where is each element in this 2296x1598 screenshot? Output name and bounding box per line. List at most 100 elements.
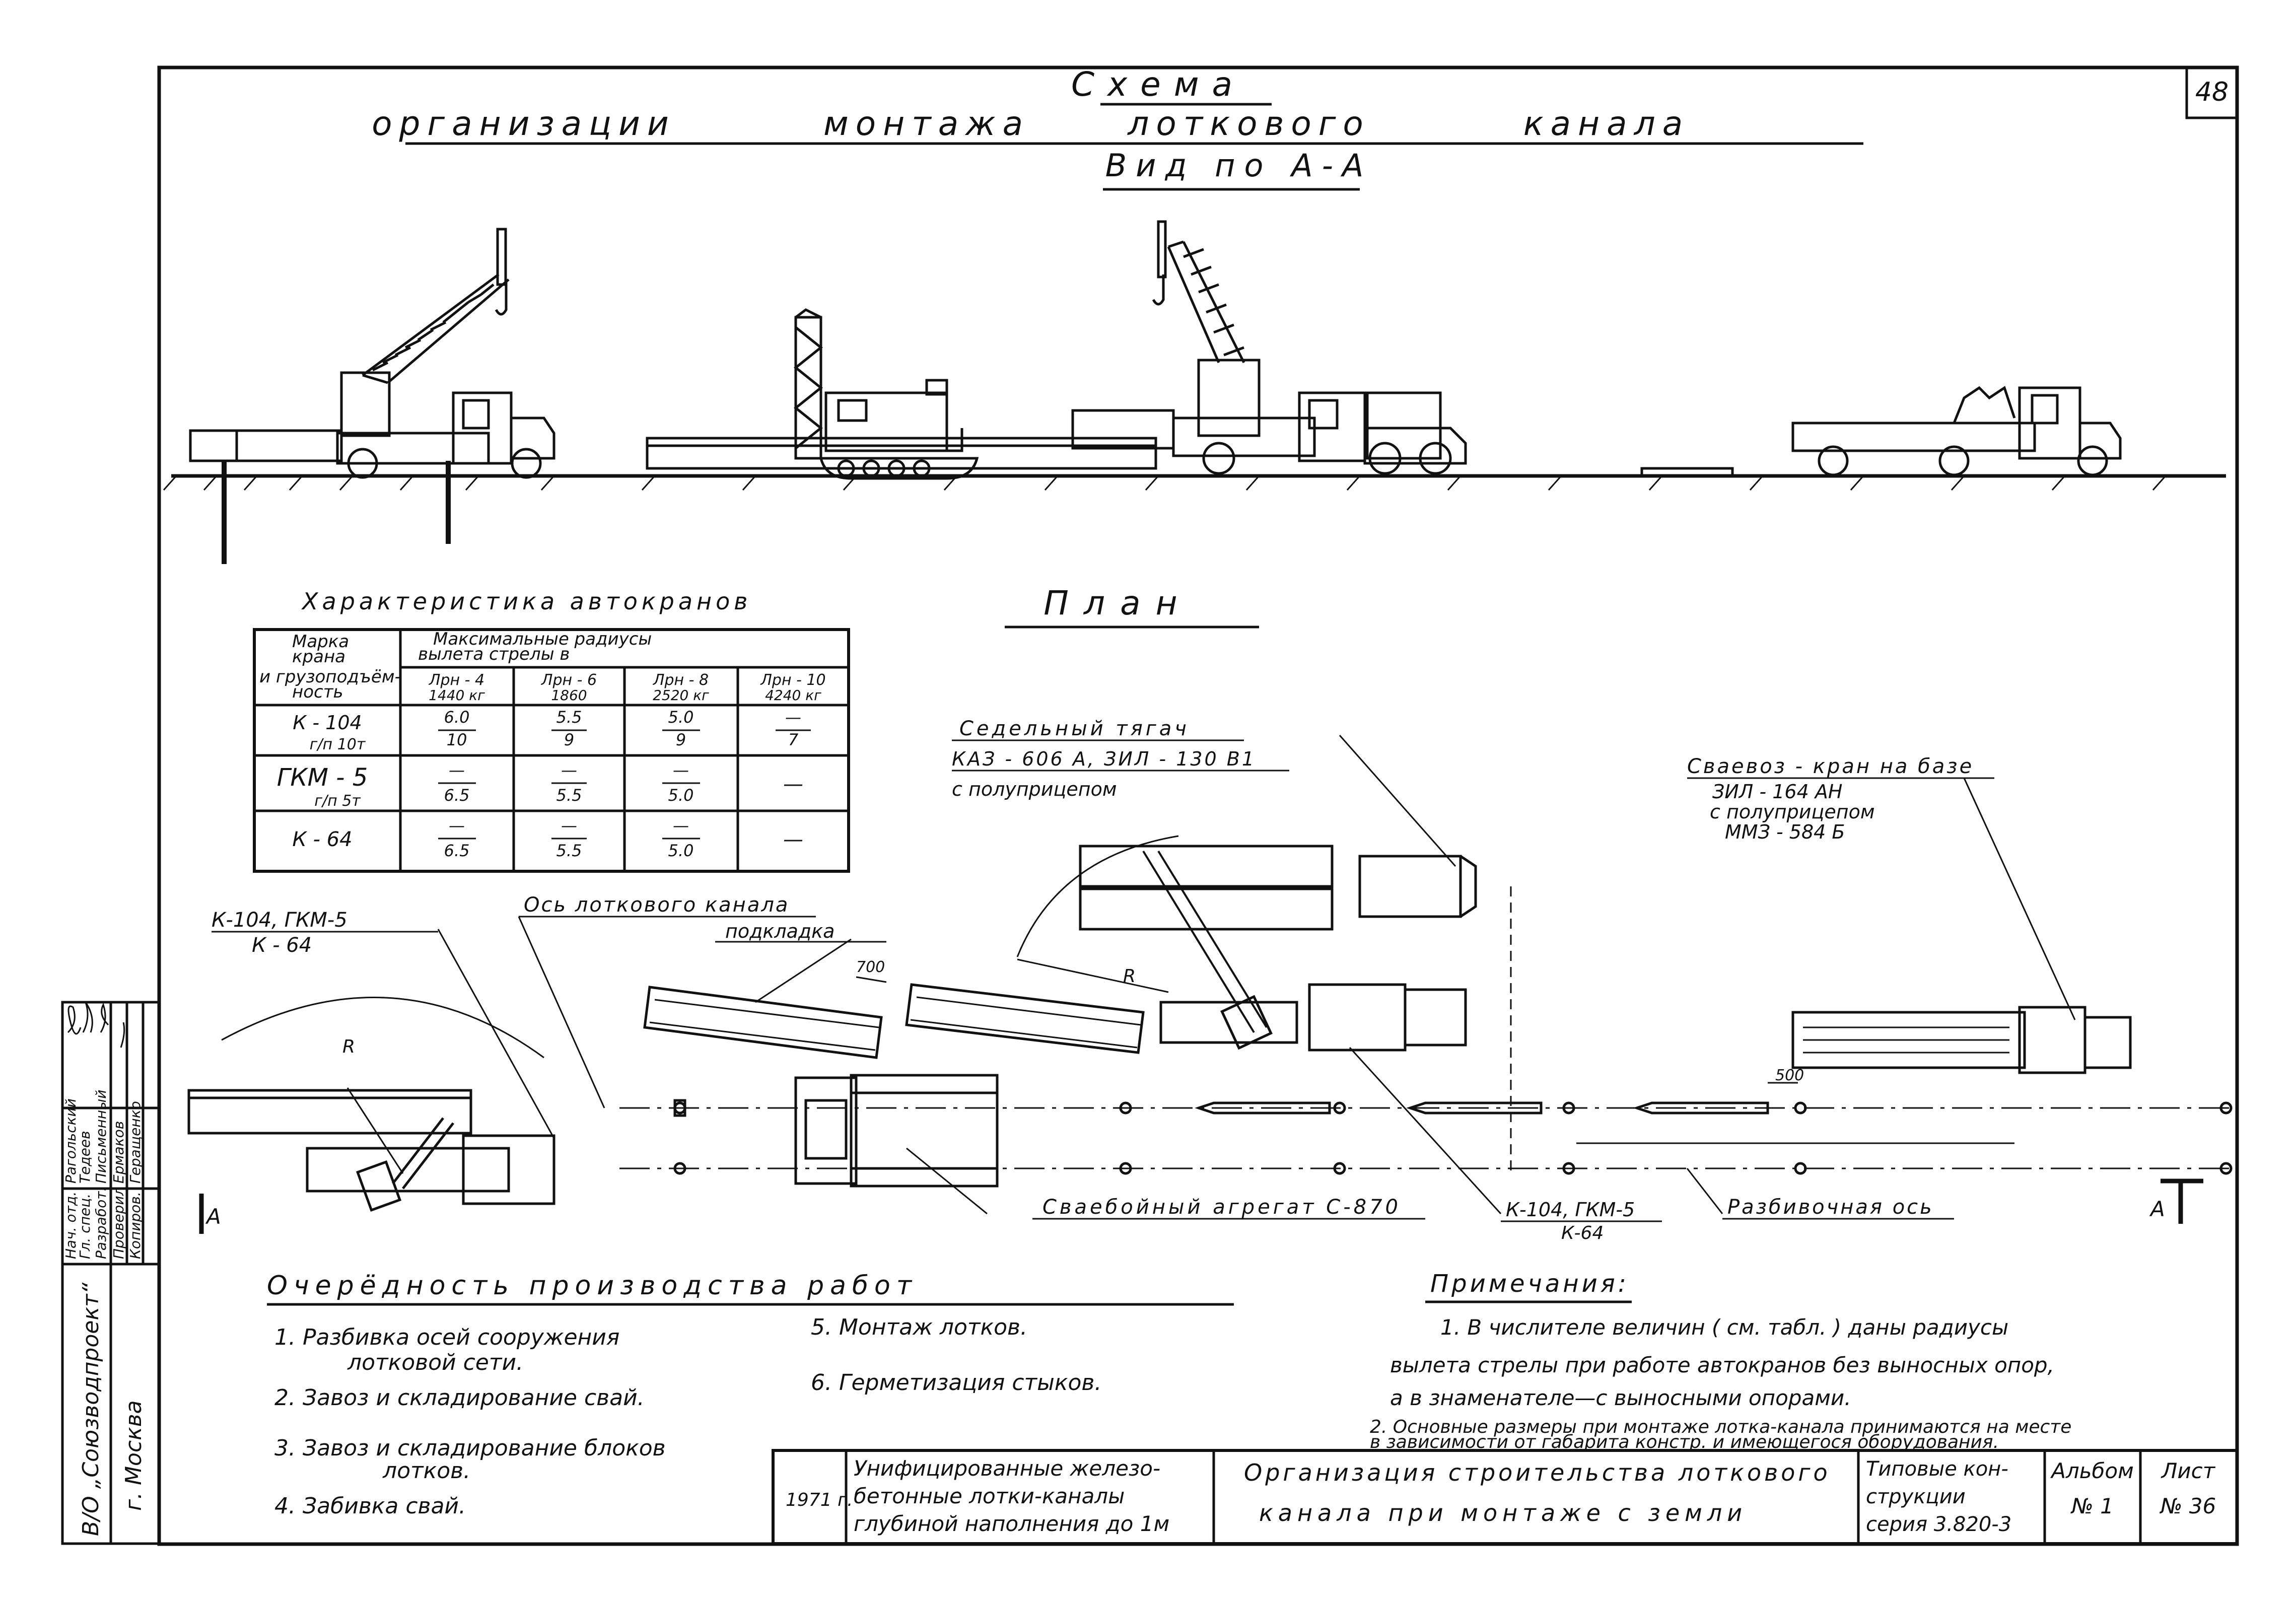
wheel <box>347 448 378 479</box>
elevation-view <box>163 220 2226 564</box>
view-title: Вид по А-А <box>1105 147 1373 184</box>
table-header-span-line2: вылета стрелы в <box>418 644 570 664</box>
radius-label-right: R <box>1123 966 1136 987</box>
wheel <box>1938 445 1970 476</box>
left-crane-plan: R <box>187 997 555 1212</box>
table-header-col1-line2: крана <box>292 647 345 667</box>
pad-label: подкладка <box>725 920 834 942</box>
title-line1: Схема <box>1071 65 1245 104</box>
pile-truck-label-3: с полуприцепом <box>1710 801 1875 823</box>
cell-den: 6.5 <box>444 786 470 805</box>
cell-num: — <box>785 708 801 727</box>
cell-den: 9 <box>564 730 574 749</box>
title-word-4: канала <box>1523 104 1690 143</box>
section-label-right: А <box>2149 1197 2165 1221</box>
year: 1971 г. <box>786 1490 853 1510</box>
leader-lines <box>437 735 2076 1215</box>
table-header-col1-line3: и грузоподъём- <box>259 667 401 687</box>
cell-den: 7 <box>788 730 799 749</box>
axis-label: Ось лоткового канала <box>524 893 789 917</box>
pile-carrier-truck <box>1791 386 2122 476</box>
bottom-title-block: 1971 г. Унифицированные железо- бетонные… <box>772 1449 2239 1545</box>
middle-crane-truck <box>1071 220 1467 475</box>
wheel <box>1818 445 1849 476</box>
note-line: 2. Основные размеры при монтаже лотка-ка… <box>1370 1417 2071 1437</box>
tractor-semitrailer-plan: R <box>1016 835 1477 1052</box>
stamp-org: В/О „Союзводпроект“ <box>78 1282 104 1536</box>
section-marks <box>199 1178 2203 1234</box>
sheet-label: Лист <box>2161 1458 2216 1483</box>
cell-den: 5.0 <box>668 786 694 805</box>
crane-right-label-bottom: К-64 <box>1561 1223 1604 1243</box>
column-sub: 4240 кг <box>765 687 821 704</box>
column-label: Лрн - 6 <box>541 671 597 689</box>
stamp-role: Проверил <box>110 1187 127 1259</box>
pile-carrier-plan <box>1791 1006 2132 1074</box>
sheet-title-line: канала при монтаже с земли <box>1259 1499 1747 1526</box>
row-crane: ГКМ - 5 <box>277 763 368 792</box>
section-label-left: А <box>205 1204 221 1229</box>
wheel <box>1202 442 1235 475</box>
table-header-span-line1: Максимальные радиусы <box>433 629 652 649</box>
dim-700: 700 <box>856 958 885 976</box>
crane-left-label-top: К-104, ГКМ-5 <box>212 909 347 932</box>
row-crane-sub: г/п 10т <box>310 736 366 753</box>
sequence-title: Очерёдность производства работ <box>267 1271 918 1301</box>
plan-title: План <box>1043 584 1192 622</box>
title-word-1: организации <box>372 104 676 143</box>
plan-labels: Седельный тягач КАЗ - 606 А, ЗИЛ - 130 В… <box>205 717 2165 1243</box>
channel-blocks <box>643 983 1145 1059</box>
stamp-name: Тедеев <box>77 1131 93 1184</box>
cell-num: — <box>449 816 465 835</box>
note-line: 1. В числителе величин ( см. табл. ) дан… <box>1440 1315 2008 1340</box>
tractor-label-3: с полуприцепом <box>952 778 1117 800</box>
plan-view: R R <box>187 735 2233 1234</box>
cell-den: 9 <box>676 730 686 749</box>
pile-truck-label-4: ММЗ - 584 Б <box>1725 821 1845 843</box>
ground-hatching <box>163 475 2167 491</box>
dimension-lines <box>856 886 2014 1173</box>
stamp-name: Геращенко <box>127 1101 144 1184</box>
piles <box>673 1099 2233 1175</box>
title-block-top: Схема организации монтажа лоткового кана… <box>372 65 1690 184</box>
notes-title: Примечания: <box>1430 1270 1629 1298</box>
layout-axis-label: Разбивочная ось <box>1727 1196 1934 1219</box>
stamp-city: г. Москва <box>121 1400 147 1511</box>
sequence-item: 3. Завоз и складирование блоков <box>274 1435 666 1461</box>
sequence-item: 2. Завоз и складирование свай. <box>274 1385 645 1411</box>
project-line: глубиной наполнения до 1м <box>854 1511 1169 1536</box>
crane-left-label-bottom: К - 64 <box>252 934 312 957</box>
column-sub: 1860 <box>551 687 587 704</box>
column-label: Лрн - 8 <box>653 671 709 689</box>
cell-den: 5.5 <box>556 786 582 805</box>
type-line: Типовые кон- <box>1866 1457 2008 1481</box>
column-label: Лрн - 4 <box>429 671 484 689</box>
wheel <box>511 448 542 479</box>
column-label: Лрн - 10 <box>760 671 825 689</box>
pile-truck-label-1: Сваевоз - кран на базе <box>1687 755 1974 778</box>
note-line: вылета стрелы при работе автокранов без … <box>1390 1353 2054 1377</box>
sheet-number: 48 <box>2195 77 2229 107</box>
album-value: № 1 <box>2070 1494 2114 1518</box>
signatures <box>67 1002 125 1048</box>
type-line: струкции <box>1866 1485 1966 1508</box>
table-header-col1-line1: Марка <box>292 632 349 652</box>
pile-driver-label: Сваебойный агрегат С-870 <box>1042 1196 1401 1219</box>
wheel <box>1419 442 1452 475</box>
cell-num: — <box>783 773 803 796</box>
tractor-label-1: Седельный тягач <box>959 717 1190 740</box>
stamp-role: Нач. отд. <box>62 1192 79 1259</box>
notes: Примечания: 1. В числителе величин ( см.… <box>1370 1270 2071 1452</box>
stamp-role: Гл. спец. <box>77 1194 93 1259</box>
title-word-3: лоткового <box>1127 104 1370 143</box>
left-crane-truck <box>189 228 555 564</box>
cell-den: 5.0 <box>668 841 694 860</box>
title-word-2: монтажа <box>823 104 1030 143</box>
stamp-role: Копиров. <box>127 1192 144 1259</box>
type-line: серия 3.820-3 <box>1866 1513 2011 1536</box>
pile-driver-elevation <box>646 308 1157 480</box>
tractor-label-2: КАЗ - 606 А, ЗИЛ - 130 В1 <box>952 748 1256 770</box>
side-stamp: В/О „Союзводпроект“ г. Москва Нач. отд. … <box>61 1001 161 1545</box>
sheet-number-box <box>2185 66 2239 119</box>
